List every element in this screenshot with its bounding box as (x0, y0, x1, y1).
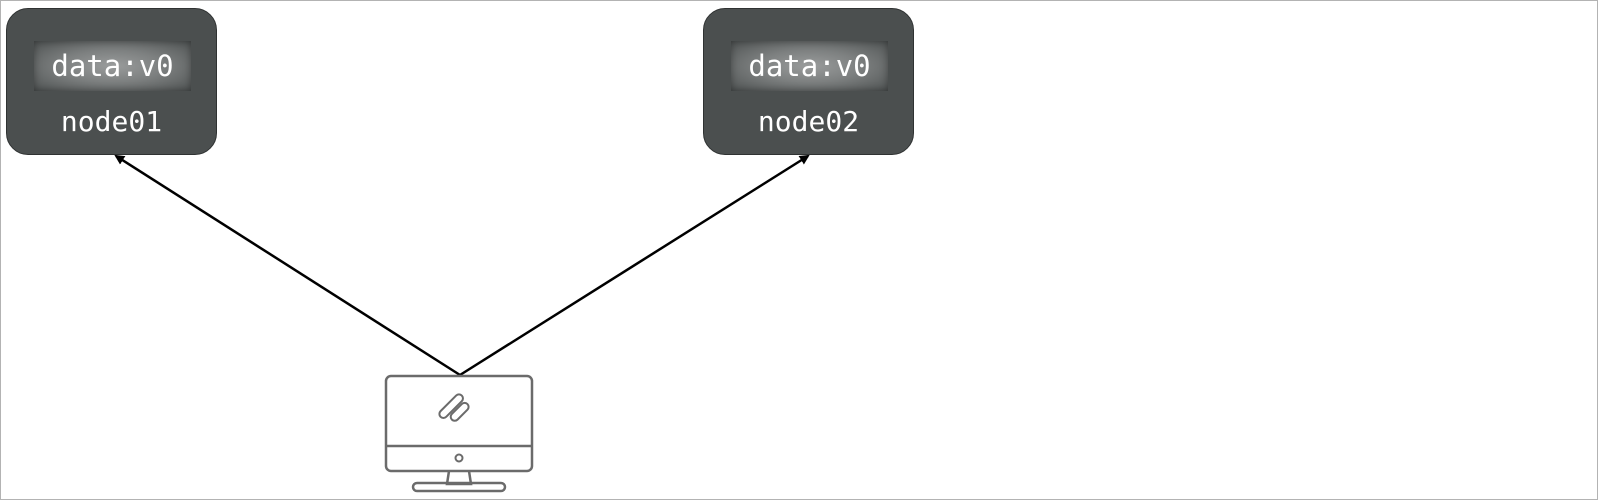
client (383, 372, 535, 500)
node-box-node02: data:v0 node02 (703, 8, 914, 155)
arrow-to-node01 (114, 154, 461, 377)
data-version-label: data:v0 (731, 41, 888, 91)
arrow-to-node02 (459, 154, 810, 377)
node-box-node01: data:v0 node01 (6, 8, 217, 155)
node-name-label: node01 (60, 105, 163, 138)
node-name-label: node02 (757, 105, 860, 138)
desktop-computer-icon (384, 374, 534, 493)
data-version-label: data:v0 (34, 41, 191, 91)
